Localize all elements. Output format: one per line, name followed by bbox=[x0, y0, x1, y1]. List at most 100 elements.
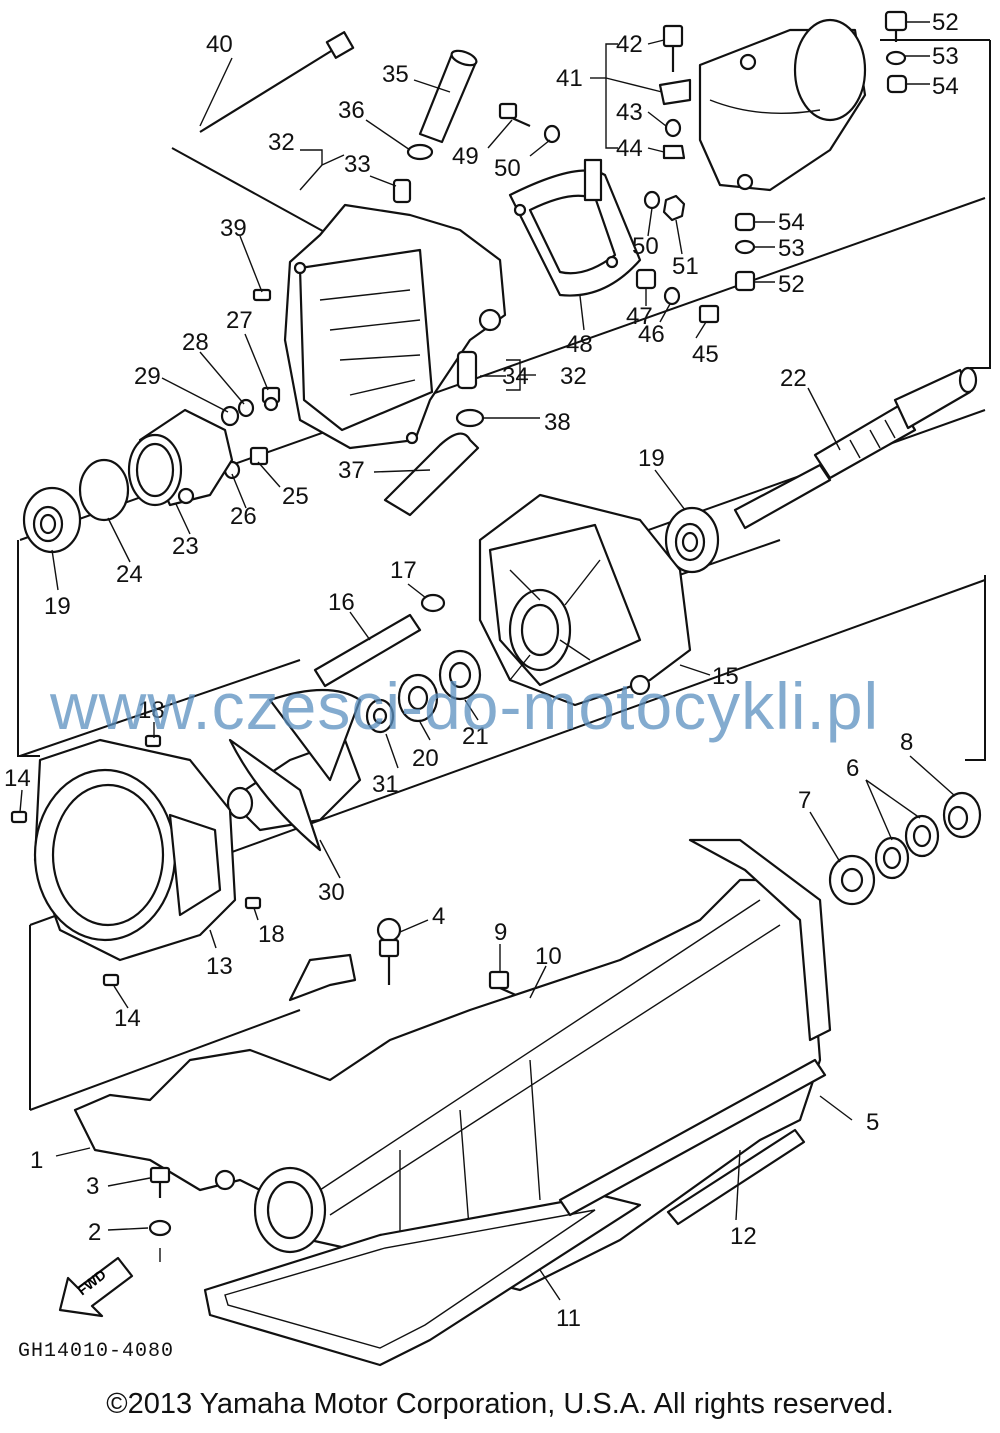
callout-7: 7 bbox=[798, 787, 811, 814]
callout-44: 44 bbox=[616, 135, 643, 162]
pin-14-top bbox=[10, 810, 28, 824]
washer-2 bbox=[148, 1219, 172, 1237]
callout-29: 29 bbox=[134, 363, 161, 390]
callout-50-top: 50 bbox=[494, 155, 521, 182]
callout-14-bottom: 14 bbox=[114, 1005, 141, 1032]
callout-24: 24 bbox=[116, 561, 143, 588]
washer-43 bbox=[664, 118, 682, 138]
pin-39 bbox=[252, 288, 272, 302]
callout-46: 46 bbox=[638, 321, 665, 348]
washer-46 bbox=[663, 286, 681, 306]
grease-fitting-4 bbox=[376, 917, 402, 985]
callout-20: 20 bbox=[412, 745, 439, 772]
callout-14-top: 14 bbox=[4, 765, 31, 792]
callout-9: 9 bbox=[494, 919, 507, 946]
watermark-text: www.czesci-do-motocykli.pl bbox=[50, 669, 880, 743]
bolt-42 bbox=[662, 24, 684, 72]
callout-52-top: 52 bbox=[932, 9, 959, 36]
callout-42: 42 bbox=[616, 31, 643, 58]
callout-3: 3 bbox=[86, 1173, 99, 1200]
pin-14-bottom bbox=[102, 973, 120, 987]
bolt-40 bbox=[199, 31, 355, 133]
callout-28: 28 bbox=[182, 329, 209, 356]
callout-31: 31 bbox=[372, 771, 399, 798]
callout-26: 26 bbox=[230, 503, 257, 530]
callout-13: 13 bbox=[206, 953, 233, 980]
callout-1: 1 bbox=[30, 1147, 43, 1174]
clamp-36 bbox=[406, 143, 434, 161]
callout-8: 8 bbox=[900, 729, 913, 756]
bolt-45 bbox=[698, 304, 720, 324]
copyright-notice: ©2013 Yamaha Motor Corporation, U.S.A. A… bbox=[106, 1388, 894, 1420]
clamp-38 bbox=[455, 408, 485, 428]
callout-11: 11 bbox=[556, 1305, 581, 1332]
nozzle-23 bbox=[127, 408, 234, 507]
seal-6-b bbox=[904, 814, 940, 858]
callout-21: 21 bbox=[462, 723, 489, 750]
bearing-20 bbox=[397, 673, 439, 723]
callout-34: 34 bbox=[502, 363, 529, 390]
callout-53-top: 53 bbox=[932, 43, 959, 70]
link-41 bbox=[658, 78, 692, 106]
leader-lines bbox=[19, 21, 956, 1301]
bolt-49 bbox=[498, 102, 531, 128]
liner-13 bbox=[33, 738, 237, 962]
callout-32-right: 32 bbox=[560, 363, 587, 390]
spacer-31 bbox=[365, 698, 395, 734]
callout-22: 22 bbox=[780, 365, 807, 392]
nut-44 bbox=[662, 144, 686, 160]
cap-8 bbox=[942, 791, 982, 839]
ring-bracket-48 bbox=[508, 158, 642, 297]
callout-49: 49 bbox=[452, 143, 479, 170]
callout-10: 10 bbox=[535, 943, 562, 970]
callout-36: 36 bbox=[338, 97, 365, 124]
bearing-19-left bbox=[22, 486, 82, 554]
callout-19-left: 19 bbox=[44, 593, 71, 620]
washer-50-right bbox=[643, 190, 661, 210]
callout-15: 15 bbox=[712, 663, 739, 690]
clamp-17 bbox=[420, 593, 446, 613]
nut-51 bbox=[662, 194, 686, 222]
washer-53-top bbox=[885, 50, 907, 66]
callout-23: 23 bbox=[172, 533, 199, 560]
seal-6-a bbox=[874, 836, 910, 880]
washer-28 bbox=[237, 398, 255, 418]
bolt-9 bbox=[488, 970, 519, 998]
callout-35: 35 bbox=[382, 61, 409, 88]
strip-12 bbox=[666, 1128, 806, 1226]
diagram-code: GH14010-4080 bbox=[18, 1340, 175, 1363]
callout-16: 16 bbox=[328, 589, 355, 616]
callout-2: 2 bbox=[88, 1219, 101, 1246]
impeller-30 bbox=[226, 688, 362, 852]
callout-54-top: 54 bbox=[932, 73, 959, 100]
washer-53-bottom bbox=[734, 239, 756, 255]
hose-35 bbox=[418, 49, 478, 144]
duct-housing-32 bbox=[283, 203, 507, 450]
callout-52-bottom: 52 bbox=[778, 271, 805, 298]
collar-54-top bbox=[886, 74, 908, 94]
callout-43: 43 bbox=[616, 99, 643, 126]
nipple-33 bbox=[392, 178, 412, 204]
strip-5 bbox=[558, 1058, 827, 1217]
callout-33: 33 bbox=[344, 151, 371, 178]
washer-50-top bbox=[543, 124, 561, 144]
callout-18-bottom: 18 bbox=[258, 921, 285, 948]
callout-18-top: 18 bbox=[138, 697, 165, 724]
callout-12: 12 bbox=[730, 1223, 757, 1250]
callout-32-top: 32 bbox=[268, 129, 295, 156]
pin-18-bottom bbox=[244, 896, 262, 910]
callout-53-bottom: 53 bbox=[778, 235, 805, 262]
pump-housing-15 bbox=[478, 493, 692, 707]
drive-shaft-22 bbox=[733, 366, 978, 530]
fwd-arrow: FWD bbox=[58, 1256, 134, 1318]
callout-30: 30 bbox=[318, 879, 345, 906]
bolt-3 bbox=[149, 1166, 171, 1198]
tube-16 bbox=[313, 613, 422, 688]
callout-19-right: 19 bbox=[638, 445, 665, 472]
callout-47: 47 bbox=[626, 303, 653, 330]
callout-48: 48 bbox=[566, 331, 593, 358]
intake-housing-1 bbox=[73, 838, 832, 1292]
bolt-27 bbox=[261, 386, 281, 412]
callout-labels: 1 2 3 4 5 6 7 8 9 10 11 12 13 14 14 15 1… bbox=[4, 9, 959, 1332]
callout-51: 51 bbox=[672, 253, 699, 280]
